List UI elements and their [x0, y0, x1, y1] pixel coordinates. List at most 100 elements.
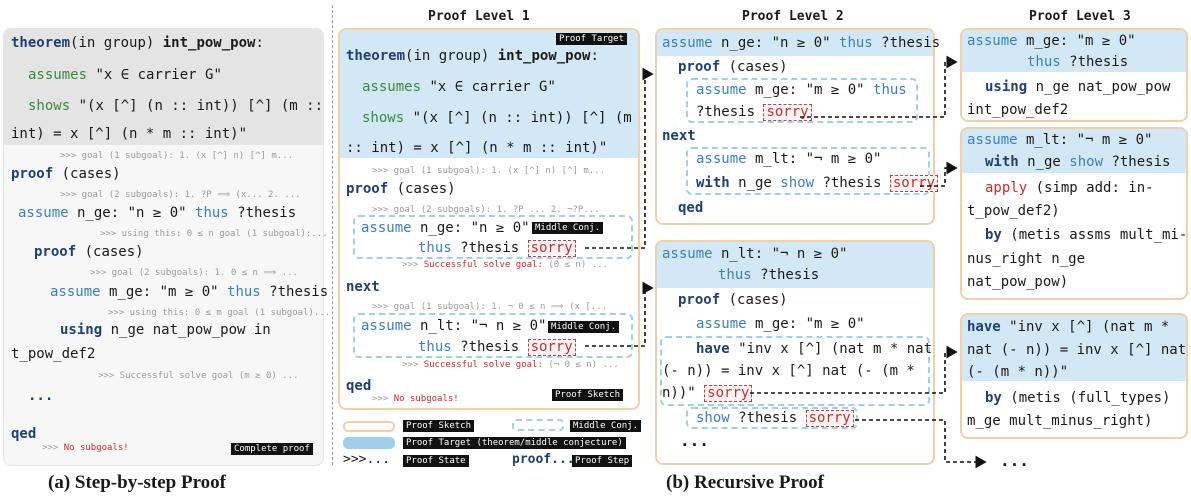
l2a-next: next [662, 128, 696, 144]
l3a-using-line-2: int_pow_def2 [967, 102, 1069, 118]
left-proof-cases-1: proof (cases) [11, 166, 121, 182]
l2b-ellipsis: ... [680, 431, 709, 450]
l3a-using-line: using n_ge nat_pow_pow [985, 79, 1171, 95]
l1-theorem-line: theorem(in group) int_pow_pow: [346, 48, 599, 64]
level3c-panel [960, 313, 1188, 439]
l2a-middle-conj-box-2 [686, 147, 930, 195]
l2b-have-line: have "inv x [^] (nat m * nat [696, 341, 933, 357]
l1-proof-cases: proof (cases) [346, 181, 456, 197]
complete-proof-tag: Complete proof [231, 443, 313, 455]
proof-level-1-header: Proof Level 1 [428, 9, 530, 24]
legend-step-symbol: proof... [512, 452, 575, 467]
level2a-panel [655, 28, 935, 225]
l2a-assume-m-ge: assume m_ge: "m ≥ 0" thus [696, 82, 907, 98]
legend-state-symbol: >>>... [343, 452, 390, 467]
l3b-head: assume m_lt: "¬ m ≥ 0" [967, 132, 1153, 148]
level1-target-highlight [340, 30, 638, 158]
left-theorem-line: theorem(in group) int_pow_pow: [11, 35, 264, 51]
level1-sketch-panel [338, 28, 640, 410]
l3b-with-line: with n_ge show ?thesis [985, 154, 1171, 170]
middle-conj-tag-1: Middle Conj. [532, 222, 604, 234]
left-proof-state-6: >>> Successful solve goal (m ≥ 0) ... [98, 371, 299, 381]
legend-step-label: Proof Step [572, 455, 633, 467]
left-ellipsis: ... [28, 388, 54, 404]
l3c-by-line-2: m_ge mult_minus_right) [967, 413, 1153, 429]
sorry-placeholder: sorry [889, 175, 939, 192]
arrow-l1-to-l2a [585, 67, 654, 249]
proof-target-tag: Proof Target [556, 33, 628, 45]
l2b-assume-m-ge: assume m_ge: "m ≥ 0" [696, 316, 865, 332]
l1-thus-line-1: thus ?thesis sorry [418, 240, 576, 257]
left-using-line-2: t_pow_def2 [11, 346, 96, 362]
caption-recursive: (b) Recursive Proof [666, 472, 824, 493]
left-shows-line-2: int) = x [^] (n * m :: int)" [11, 126, 248, 142]
l3a-head: assume m_ge: "m ≥ 0" [967, 33, 1136, 49]
l2a-proof-cases: proof (cases) [678, 59, 788, 75]
l1-assumes-line: assumes "x ∈ carrier G" [362, 79, 556, 95]
left-proof-cases-2: proof (cases) [34, 244, 144, 260]
l2b-show-box [686, 407, 858, 429]
arrow-l2a-to-l3a [800, 55, 958, 118]
level3a-target-highlight [962, 30, 1186, 72]
proof-level-3-header: Proof Level 3 [1029, 9, 1131, 24]
l2b-middle-conj-box [660, 336, 930, 406]
level3c-target-highlight [962, 315, 1186, 381]
legend-sketch-swatch [343, 421, 395, 432]
step-by-step-target-highlight [3, 28, 324, 145]
middle-conj-tag-2: Middle Conj. [548, 321, 620, 333]
legend-target-swatch [343, 437, 395, 449]
l3a-head-thus: thus ?thesis [1027, 54, 1129, 70]
l1-proof-state-1: >>> goal (1 subgoal): 1. (x [^] n) [^] m… [372, 166, 605, 176]
l2b-have-line-3: n))" sorry [662, 385, 753, 402]
level3b-target-highlight [962, 129, 1186, 173]
l3c-head-2: nat (- n)) = inv x [^] nat [967, 342, 1187, 358]
l3b-by-line: by (metis assms mult_mi- [985, 227, 1188, 243]
l1-proof-state-6: >>> No subgoals! [372, 394, 459, 404]
legend-sketch-label: Proof Sketch [403, 420, 475, 432]
legend-target-label: Proof Target (theorem/middle conjecture) [403, 437, 626, 449]
level2a-target-highlight [657, 30, 933, 56]
left-proof-state-5: >>> using this: 0 ≤ m goal (1 subgoal)..… [108, 308, 331, 318]
level2b-panel [655, 240, 935, 465]
left-using-line: using n_ge nat_pow_pow in [60, 322, 271, 338]
l1-proof-state-4: >>> goal (1 subgoal): 1. ¬ 0 ≤ n ⟹ (x [.… [372, 302, 608, 312]
l1-shows-line: shows "(x [^] (n :: int)) [^] (m [362, 110, 632, 126]
left-shows-line: shows "(x [^] (n :: int)) [^] (m :: [28, 98, 324, 114]
l3b-by-line-2: nus_right n_ge [967, 251, 1086, 267]
l1-assume-n-ge: assume n_ge: "n ≥ 0" [361, 220, 530, 236]
arrow-l2b-to-l3c [750, 345, 958, 394]
proof-sketch-tag: Proof Sketch [552, 389, 624, 401]
sorry-placeholder: sorry [527, 240, 576, 257]
trailing-ellipsis: ... [1000, 451, 1029, 470]
l3c-head: have "inv x [^] (nat m * [967, 319, 1170, 335]
l1-thus-line-2: thus ?thesis sorry [418, 339, 576, 356]
l2a-assume-m-lt: assume m_lt: "¬ m ≥ 0" [696, 151, 882, 167]
arrow-l2a-to-l3b [920, 161, 958, 187]
left-proof-state-3: >>> using this: 0 ≤ n goal (1 subgoal):.… [100, 229, 328, 239]
l3c-by-line: by (metis (full_types) [985, 390, 1171, 406]
l3c-head-3: (- (m * n))" [967, 364, 1069, 380]
sorry-placeholder: sorry [704, 385, 753, 402]
proof-level-2-header: Proof Level 2 [742, 9, 844, 24]
level2b-target-highlight [657, 242, 933, 288]
theorem-keyword: theorem [11, 35, 71, 51]
l2a-thesis-line: ?thesis sorry [696, 104, 812, 121]
left-qed: qed [11, 426, 37, 442]
left-assume-n-ge: assume n_ge: "n ≥ 0" thus ?thesis [18, 205, 297, 221]
left-assumes-line: assumes "x ∈ carrier G" [28, 67, 222, 83]
left-proof-state-7: >>> No subgoals! [42, 443, 129, 453]
legend-middle-swatch [512, 419, 564, 431]
left-proof-state-4: >>> goal (2 subgoals): 1. 0 ≤ n ⟹ ... [90, 268, 298, 278]
sorry-placeholder: sorry [805, 410, 854, 427]
l1-proof-state-2: >>> goal (2 subgoals): 1. ?P ... 2. ¬?P.… [372, 205, 600, 215]
panel-divider [332, 5, 333, 465]
l2a-middle-conj-box-1 [686, 78, 918, 123]
l3b-apply-line-2: t_pow_def2) [967, 203, 1060, 219]
l1-next: next [346, 279, 380, 295]
left-proof-state-2: >>> goal (2 subgoals): 1. ?P ⟹ (x... 2. … [60, 190, 301, 200]
level3a-panel [960, 28, 1188, 122]
legend-state-label: Proof State [403, 455, 469, 467]
arrow-l1-to-l2b [585, 281, 654, 347]
arrow-l2b-to-more [855, 419, 987, 469]
